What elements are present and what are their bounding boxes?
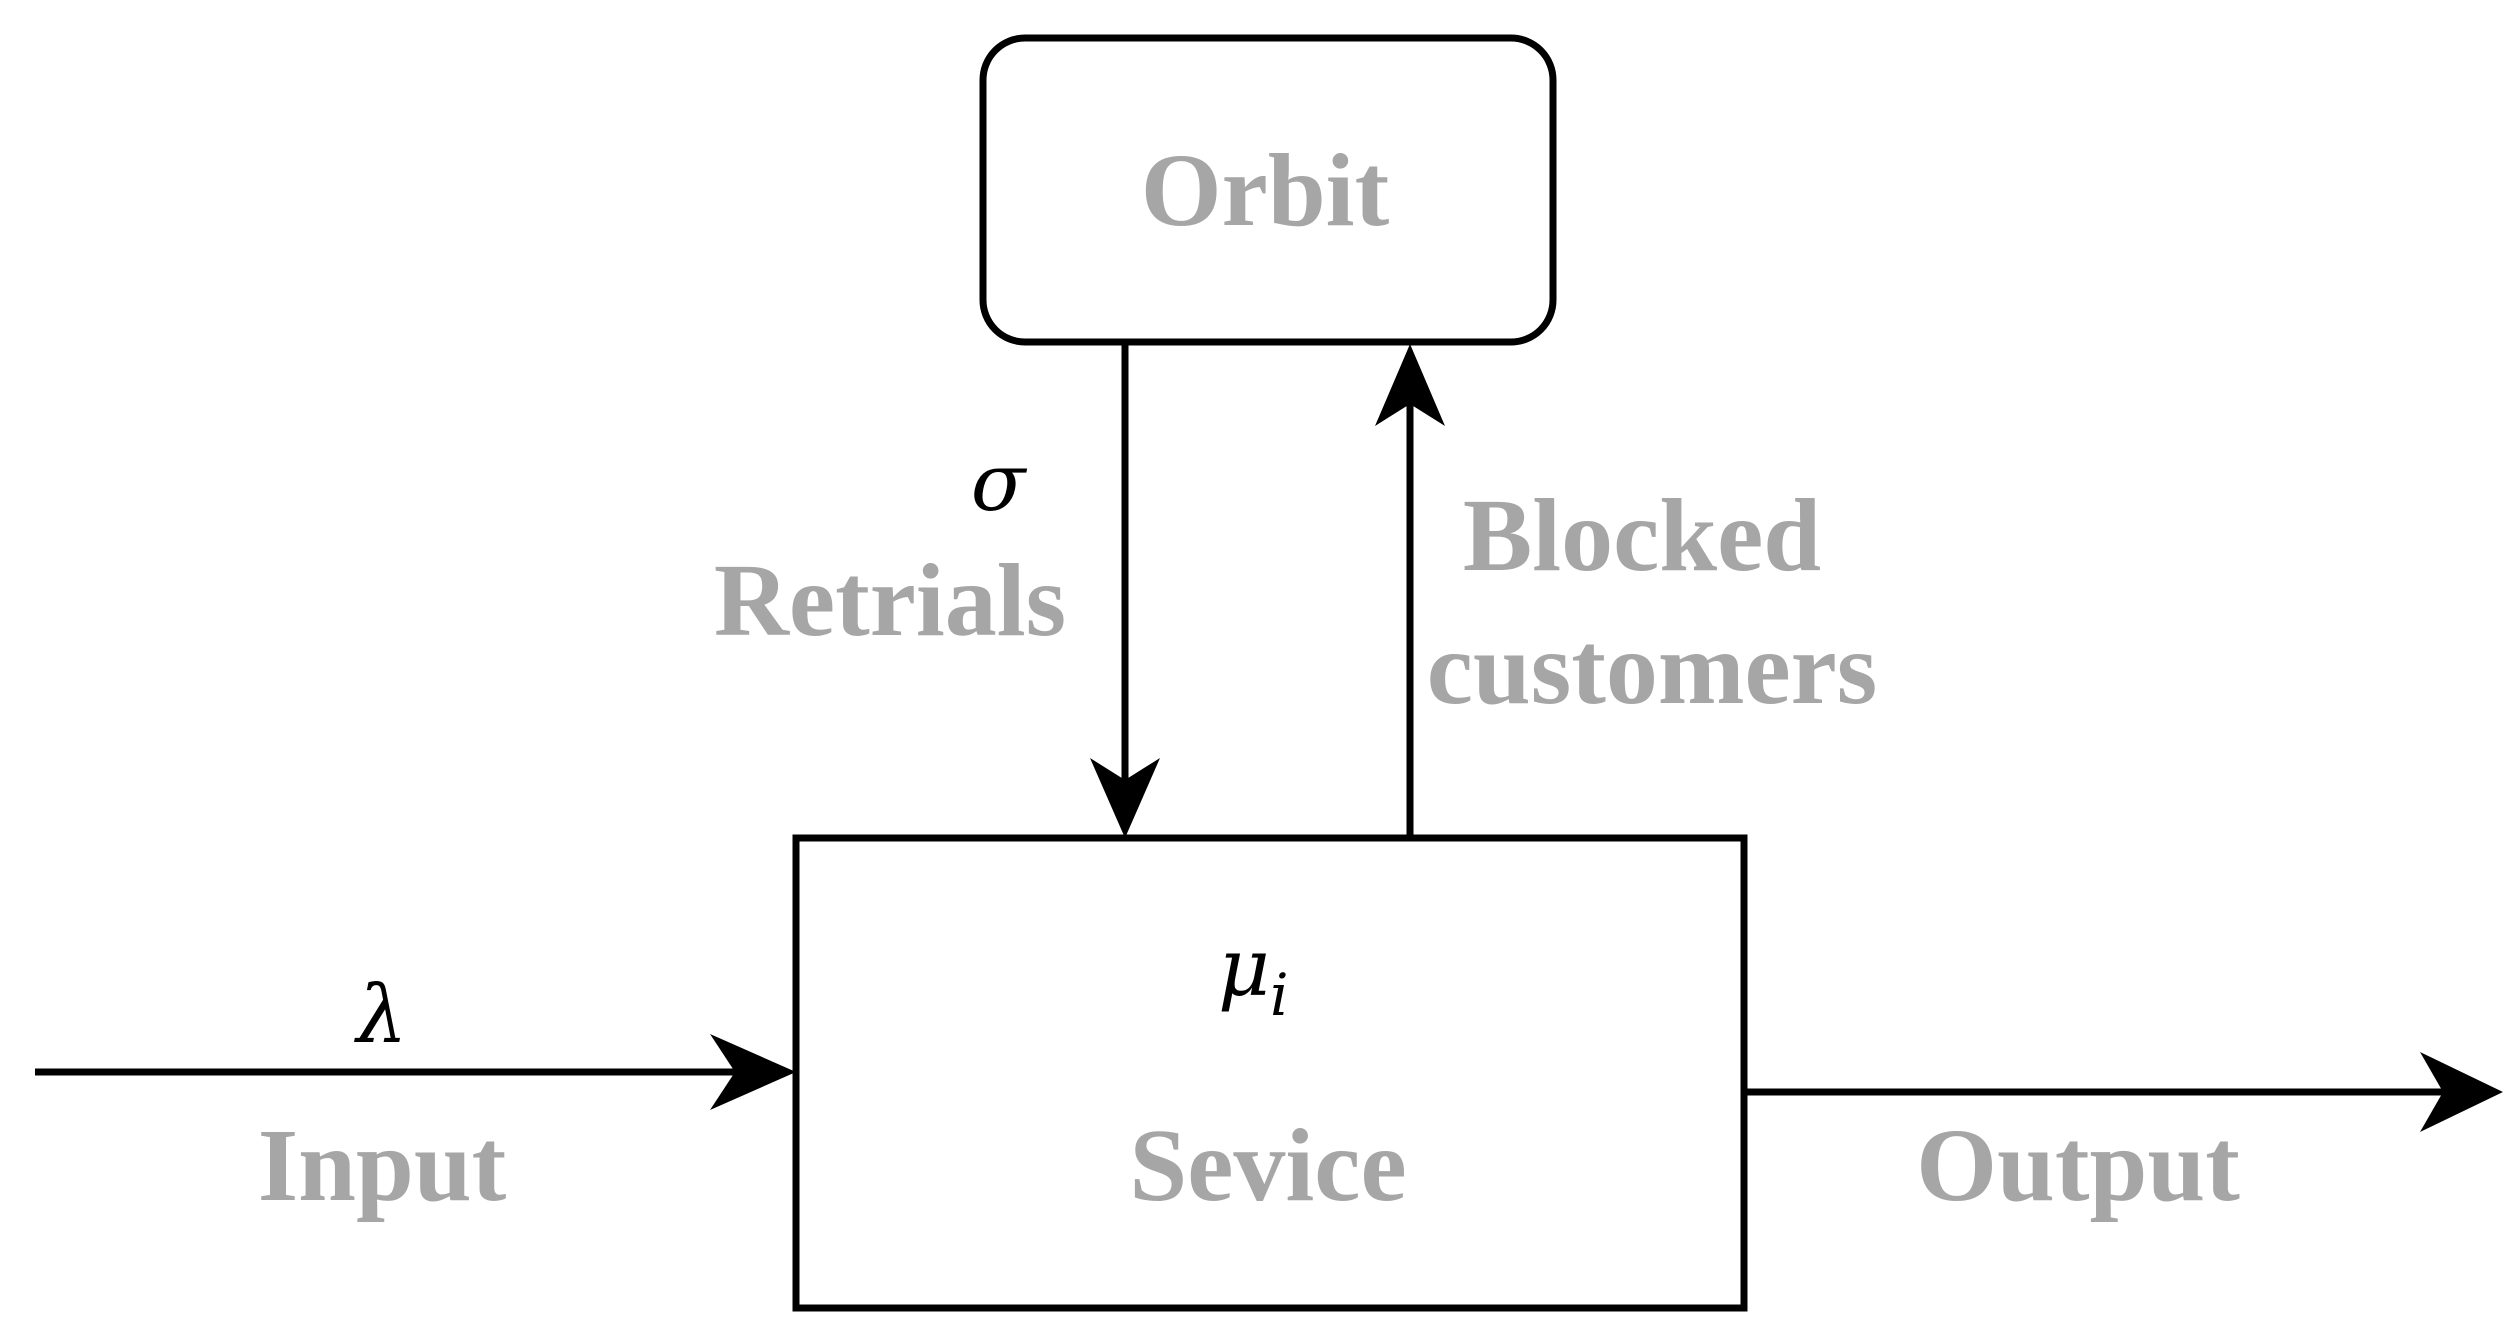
retrials-arrow-head [1090, 758, 1160, 838]
service-label: Sevice [1129, 1108, 1406, 1223]
input-rate-symbol: λ [354, 968, 408, 1061]
output-arrow-head [2420, 1052, 2503, 1132]
input-arrow-head [710, 1034, 796, 1110]
blocked-arrow-head [1375, 344, 1445, 426]
orbit-label: Orbit [1141, 133, 1390, 248]
orbit-box [979, 34, 1557, 346]
orbit-node: Orbit [979, 34, 1557, 346]
output-label: Output [1916, 1108, 2240, 1223]
blocked-label-line2: customers [1427, 611, 1878, 726]
service-rate-subscript: i [1270, 961, 1289, 1029]
blocked-arrow [1375, 344, 1445, 838]
service-rate: μi [1218, 921, 1289, 1029]
input-label: Input [258, 1108, 507, 1223]
retrials-label: Retrials [714, 543, 1066, 658]
service-node: μi Sevice [792, 834, 1748, 1312]
retrials-arrow [1090, 342, 1160, 838]
input-arrow [35, 1034, 796, 1110]
blocked-label-line1: Blocked [1463, 478, 1821, 593]
service-rate-symbol: μ [1218, 921, 1270, 1014]
service-box [792, 834, 1748, 1312]
retrials-rate-symbol: σ [971, 436, 1028, 529]
output-arrow [1744, 1052, 2503, 1132]
